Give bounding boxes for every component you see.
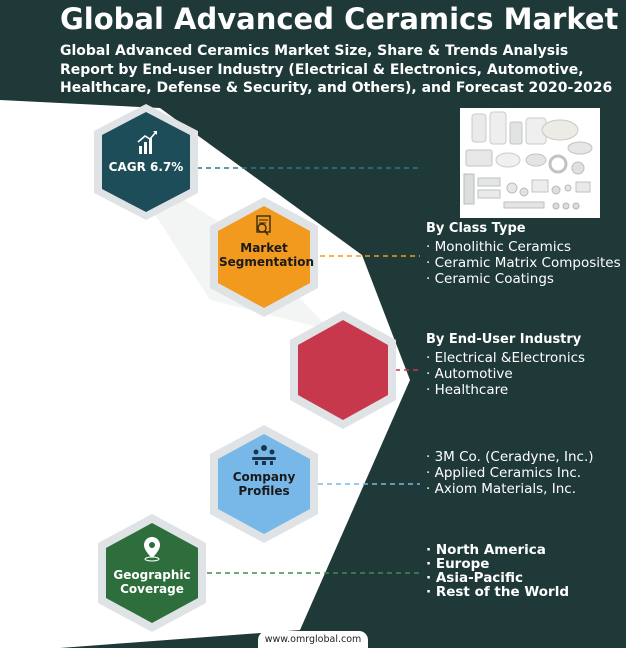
end-user-heading: By End-User Industry [426, 332, 582, 347]
geography-label-line2: Coverage [120, 582, 184, 596]
class-type-section: By Class Type · Monolithic Ceramics · Ce… [426, 220, 621, 287]
list-item: · Applied Ceramics Inc. [426, 465, 582, 481]
end-user-hexagon [290, 311, 396, 429]
profiles-label-line2: Profiles [238, 484, 290, 498]
page-subtitle: Global Advanced Ceramics Market Size, Sh… [60, 43, 613, 96]
cagr-hexagon [94, 104, 198, 220]
list-item: · Rest of the World [426, 584, 569, 600]
class-type-list: · Monolithic Ceramics · Ceramic Matrix C… [426, 239, 621, 287]
list-item: · 3M Co. (Ceradyne, Inc.) [426, 449, 594, 465]
list-item: · North America [426, 542, 546, 558]
profiles-label: Company Profiles [219, 470, 309, 498]
list-item: · Monolithic Ceramics [426, 239, 572, 255]
list-item: · Ceramic Coatings [426, 271, 554, 287]
geographic-coverage-section: · North America · Europe · Asia-Pacific … [426, 543, 569, 599]
growth-chart-icon [137, 131, 157, 154]
geography-label: Geographic Coverage [107, 568, 197, 596]
page-title: Global Advanced Ceramics Market [60, 2, 619, 36]
segmentation-label-line2: Segmentation [219, 255, 315, 269]
segmentation-hexagon [210, 197, 318, 317]
list-item: · Ceramic Matrix Composites [426, 255, 621, 271]
list-item: · Axiom Materials, Inc. [426, 481, 576, 497]
geographic-coverage-list: · North America · Europe · Asia-Pacific … [426, 543, 569, 599]
location-pin-icon [144, 537, 160, 562]
list-item: · Healthcare [426, 382, 509, 398]
cagr-label: CAGR 6.7% [108, 160, 184, 174]
report-search-icon [256, 215, 271, 236]
website-link[interactable]: www.omrglobal.com [258, 631, 368, 648]
end-user-section: By End-User Industry · Electrical &Elect… [426, 331, 585, 398]
list-item: · Electrical &Electronics [426, 350, 586, 366]
list-item: · Asia-Pacific [426, 570, 523, 586]
company-profiles-list: · 3M Co. (Ceradyne, Inc.) · Applied Cera… [426, 449, 594, 497]
list-item: · Automotive [426, 366, 513, 382]
segmentation-label-line1: Market [240, 241, 288, 255]
profiles-label-line1: Company [232, 470, 296, 484]
ceramics-product-image [460, 108, 600, 218]
list-item: · Europe [426, 556, 490, 572]
geography-label-line1: Geographic [113, 568, 191, 582]
segmentation-label: Market Segmentation [219, 241, 315, 269]
class-type-heading: By Class Type [426, 221, 526, 236]
organization-icon [252, 445, 276, 465]
end-user-list: · Electrical &Electronics · Automotive ·… [426, 350, 585, 398]
profiles-hexagon [210, 425, 318, 543]
company-profiles-section: · 3M Co. (Ceradyne, Inc.) · Applied Cera… [426, 449, 594, 497]
geography-hexagon [98, 514, 206, 632]
